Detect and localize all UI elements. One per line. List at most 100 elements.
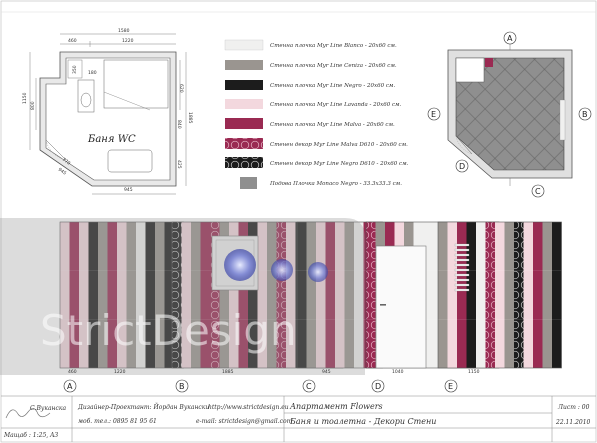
tile-plan-label-c: C — [535, 187, 541, 196]
elevation-e — [437, 221, 562, 369]
plan-title: Баня WC — [87, 134, 136, 145]
legend-label-5: Стенна плочка Myr Line Malva - 20x60 см. — [270, 122, 395, 128]
signature-mark — [5, 408, 51, 419]
elev-label-e: E — [448, 382, 453, 391]
dim-diag-945: 945 — [57, 167, 68, 177]
glow-orb-large — [224, 249, 256, 281]
drawing-subject: Баня и тоалетна - Декори Стени — [289, 417, 436, 426]
tile-stripe — [276, 222, 286, 368]
watermark-text: StrictDesign — [40, 306, 297, 355]
tile-plan-label-b: B — [582, 110, 588, 119]
elev-label-b: B — [179, 382, 185, 391]
tile-stripe — [476, 222, 486, 368]
tile-stripe — [306, 222, 316, 368]
designer-text: Дизайнер-Проектант: Йордан Вукански — [77, 403, 209, 411]
legend-swatch-malva — [225, 118, 263, 129]
dim-left-inner: 800 — [30, 101, 36, 110]
legend: Стенна плочка Myr Line Blanco - 20x60 см… — [224, 39, 409, 189]
tile-floor-plan: A B C D E — [427, 31, 592, 198]
tile-stripe — [191, 222, 201, 368]
elev-b-dim: 1885 — [222, 369, 234, 375]
tile-stripe — [229, 222, 239, 368]
tile-stripe — [533, 222, 543, 368]
tile-stripe — [248, 222, 258, 368]
tile-plan-label-e: E — [431, 110, 436, 119]
scale-text: Мащаб : 1:25, A3 — [3, 432, 58, 439]
tile-stripe — [344, 222, 354, 368]
tile-plan-marker-a — [503, 31, 517, 45]
legend-swatch-blanco — [224, 39, 264, 51]
tile-stripe — [514, 222, 524, 368]
tile-plan-marker-c — [531, 184, 545, 198]
phone-text: моб. тел.: 0895 81 95 61 — [78, 418, 157, 425]
wall-elevations — [59, 221, 562, 369]
tile-stripe — [126, 222, 136, 368]
tile-stripe — [88, 222, 98, 368]
tile-stripe — [181, 222, 191, 368]
tile-stripe — [238, 222, 248, 368]
tile-plan-marker-b — [578, 107, 592, 121]
dim-top-right: 1220 — [122, 38, 134, 44]
elev-label-d: D — [375, 382, 381, 391]
tile-stripe — [210, 222, 220, 368]
tile-stripe — [316, 222, 326, 368]
tile-stripe — [164, 222, 174, 368]
floor-plan: 1580 460 1220 1150 800 350 180 620 840 1… — [22, 28, 193, 195]
elev-d-dim: 1040 — [392, 369, 404, 375]
tile-stripe — [200, 222, 210, 368]
tile-stripe — [60, 222, 70, 368]
tile-stripe — [495, 222, 505, 368]
tile-stripe — [457, 222, 467, 368]
door-handle — [380, 304, 386, 306]
dim-425: 425 — [176, 160, 182, 169]
dim-840: 840 — [176, 120, 182, 129]
tile-stripe — [79, 222, 89, 368]
dim-350: 350 — [72, 65, 78, 74]
tile-plan-marker-e — [427, 107, 441, 121]
overlay-band — [0, 218, 365, 375]
tile-stripe — [447, 222, 457, 368]
website-link[interactable]: http://www.strictdesign.eu — [208, 404, 289, 411]
legend-label-3: Стенна плочка Myr Line Negro - 20x60 см. — [270, 83, 395, 89]
tile-stripe — [366, 222, 376, 368]
dim-top-total: 1580 — [118, 28, 130, 34]
dim-1885: 1885 — [187, 112, 193, 124]
legend-label-1: Стенна плочка Myr Line Blanco - 20x60 см… — [270, 43, 397, 49]
legend-label-6: Стенен декор Myr Line Malva D610 - 20x60… — [270, 142, 408, 148]
dim-top-left: 460 — [68, 38, 77, 44]
tile-stripe — [107, 222, 117, 368]
tile-stripe — [172, 222, 182, 368]
tile-stripe — [504, 222, 514, 368]
tile-stripe — [432, 222, 442, 368]
email-link[interactable]: e-mail: strictdesign@gmail.com — [196, 418, 293, 425]
legend-swatch-negro-decor — [225, 157, 263, 168]
tile-stripe — [335, 222, 345, 368]
tile-stripe — [257, 222, 267, 368]
elev-marker-e — [444, 379, 458, 393]
elev-a-dim-1: 460 — [68, 369, 77, 375]
tile-stripe — [423, 222, 433, 368]
dim-left-height: 1150 — [22, 92, 28, 104]
legend-swatch-malva-decor — [225, 138, 263, 149]
tile-plan-marker-d — [455, 159, 469, 173]
project-name: Апартамент Flowers — [289, 402, 383, 411]
elev-marker-b — [175, 379, 189, 393]
glow-orb-small — [308, 262, 328, 282]
glow-orb-medium — [271, 259, 293, 281]
legend-label-2: Стенна плочка Myr Line Ceniza - 20x60 см… — [270, 63, 397, 69]
tile-stripe — [219, 222, 229, 368]
tile-stripe — [466, 222, 476, 368]
sheet-number: Лист : 00 — [557, 404, 590, 411]
legend-label-7: Стенен декор Myr Line Negro D610 - 20x60… — [270, 161, 409, 167]
tile-stripe — [69, 222, 79, 368]
towel-radiator — [454, 243, 470, 292]
tile-stripe — [98, 222, 108, 368]
title-block: С.Вуканска Мащаб : 1:25, A3 Дизайнер-Про… — [1, 395, 596, 442]
elev-label-a: A — [67, 382, 73, 391]
tile-stripe — [117, 222, 127, 368]
tile-stripe — [297, 222, 307, 368]
tile-plan-label-a: A — [507, 34, 513, 43]
tile-stripe — [145, 222, 155, 368]
dim-620: 620 — [178, 84, 184, 93]
